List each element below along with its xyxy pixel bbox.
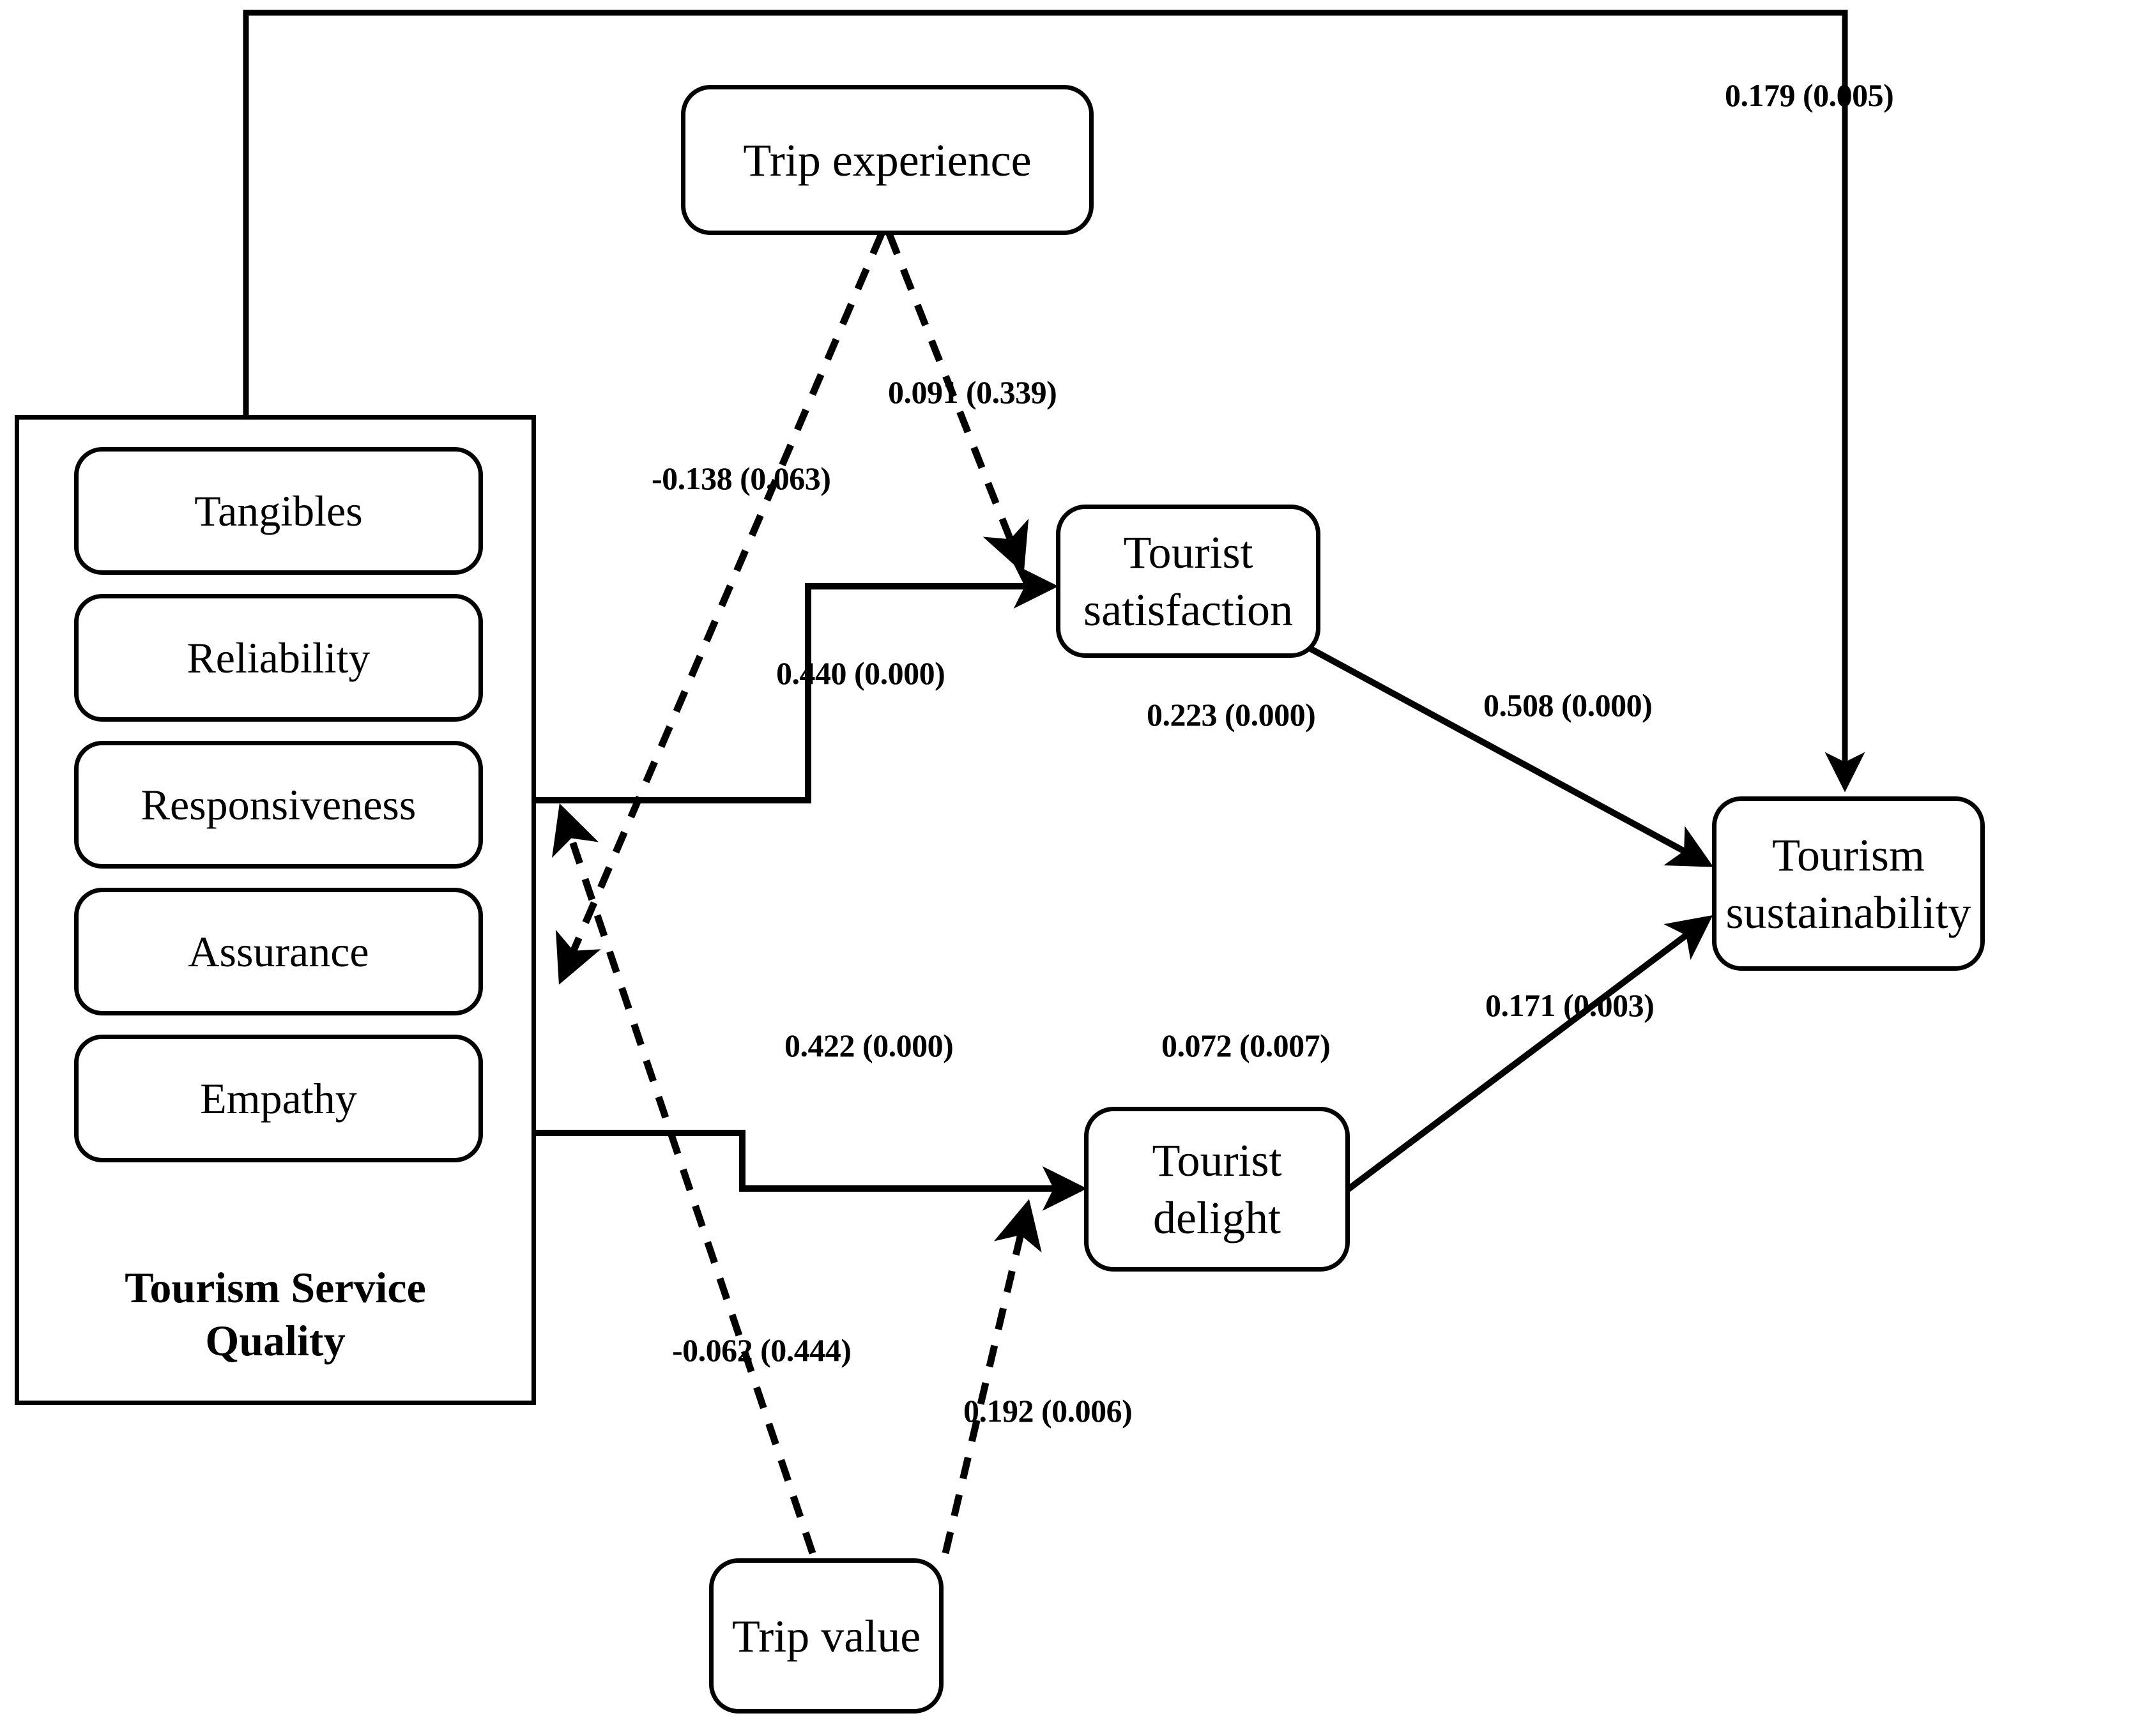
path-delight-to-sustainability — [1339, 915, 1713, 1197]
coefficient-delight-indirect: 0.072 (0.007) — [1161, 1028, 1331, 1063]
coefficient-tripexp-to-satisfaction: 0.091 (0.339) — [888, 374, 1057, 410]
coefficient-tripexp-to-tsq: -0.138 (0.063) — [652, 460, 831, 496]
tsq-dimension-assurance[interactable]: Assurance — [74, 888, 483, 1015]
node-label: Tourist delight — [1152, 1135, 1282, 1243]
node-trip-value[interactable]: Trip value — [709, 1558, 944, 1714]
path-tripexp-to-satisfaction — [885, 232, 1029, 574]
tsq-dimension-label: Tangibles — [194, 486, 363, 535]
coefficient-tripvalue-to-delight: 0.192 (0.006) — [963, 1393, 1133, 1429]
coefficient-tsq-to-sustainability: 0.179 (0.005) — [1725, 77, 1894, 113]
node-tourism-sustainability[interactable]: Tourism sustainability — [1712, 796, 1985, 971]
path-tripvalue-to-tsq — [552, 803, 816, 1554]
path-satisfaction-to-sustainability — [1308, 645, 1714, 867]
coefficient-satisfaction-indirect: 0.223 (0.000) — [1147, 697, 1316, 733]
node-label-line1: Tourism — [1772, 829, 1925, 881]
node-tourist-satisfaction[interactable]: Tourist satisfaction — [1056, 505, 1320, 658]
node-label-line2: sustainability — [1725, 886, 1971, 938]
tsq-dimension-responsiveness[interactable]: Responsiveness — [74, 741, 483, 869]
path-tsq-to-delight — [536, 1130, 1087, 1211]
tourism-service-quality-caption: Tourism Service Quality — [15, 1261, 536, 1367]
tsq-dimension-tangibles[interactable]: Tangibles — [74, 447, 483, 575]
tsq-dimension-reliability[interactable]: Reliability — [74, 594, 483, 722]
tsq-dimension-empathy[interactable]: Empathy — [74, 1035, 483, 1162]
node-label-line2: satisfaction — [1083, 584, 1293, 635]
node-label: Trip value — [731, 1610, 921, 1662]
tsq-dimension-label: Assurance — [188, 927, 369, 976]
node-trip-experience[interactable]: Trip experience — [681, 85, 1094, 235]
path-tsq-to-satisfaction — [536, 564, 1059, 803]
coefficient-tripvalue-to-tsq: -0.062 (0.444) — [672, 1332, 852, 1368]
path-tripexp-to-tsq — [555, 232, 885, 985]
path-tsq-to-sustainability — [243, 10, 1865, 793]
tsq-dimension-label: Responsiveness — [141, 780, 417, 829]
coefficient-satisfaction-to-sustainability: 0.508 (0.000) — [1483, 687, 1653, 723]
coefficient-delight-to-sustainability: 0.171 (0.003) — [1485, 987, 1655, 1023]
tsq-caption-line2: Quality — [205, 1316, 346, 1365]
coefficient-tsq-to-satisfaction: 0.440 (0.000) — [776, 655, 945, 691]
node-label-line1: Tourist — [1123, 527, 1253, 578]
tsq-dimension-label: Empathy — [200, 1074, 357, 1123]
node-tourist-delight[interactable]: Tourist delight — [1084, 1107, 1350, 1272]
node-label: Trip experience — [743, 134, 1032, 186]
coefficient-tsq-to-delight: 0.422 (0.000) — [784, 1028, 954, 1063]
tsq-caption-line1: Tourism Service — [125, 1263, 426, 1312]
path-tripvalue-to-delight — [942, 1199, 1042, 1554]
tsq-dimension-label: Reliability — [187, 633, 371, 682]
